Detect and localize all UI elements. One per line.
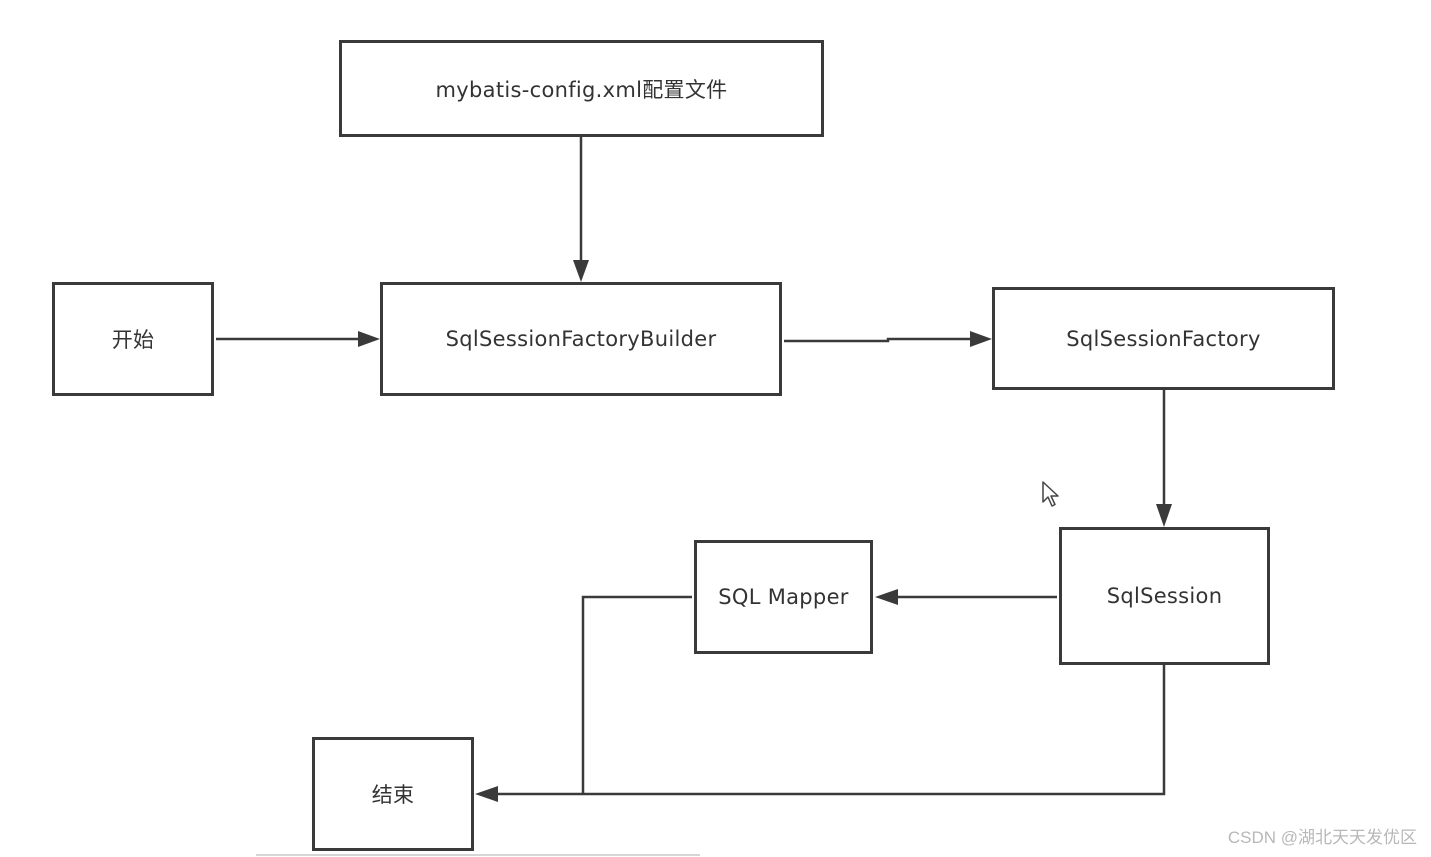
divider [256,854,700,856]
mouse-pointer-icon [1042,481,1059,507]
node-sqlsessionfactory-label: SqlSessionFactory [1066,326,1261,351]
node-start-label: 开始 [111,328,155,352]
edge-factory-to-session [1156,390,1172,527]
node-sqlsession: SqlSession [1059,527,1270,665]
node-end-label: 结束 [371,783,415,807]
node-sql-mapper: SQL Mapper [694,540,873,654]
watermark: CSDN @湖北天天发优区 [1227,828,1417,847]
edge-start-to-builder [216,331,380,347]
edge-session-to-end [475,665,1166,802]
node-sqlsessionfactorybuilder: SqlSessionFactoryBuilder [380,282,782,396]
edge-mapper-to-end [581,595,692,794]
node-mybatis-config: mybatis-config.xml配置文件 [339,40,824,137]
node-sqlsession-label: SqlSession [1106,584,1223,608]
edge-session-to-mapper [875,589,1057,605]
edge-builder-to-factory [784,331,992,347]
node-sqlsessionfactorybuilder-label: SqlSessionFactoryBuilder [445,327,717,351]
edge-config-to-builder [573,137,589,282]
node-end: 结束 [312,737,474,851]
node-sqlsessionfactory: SqlSessionFactory [992,287,1335,390]
node-sql-mapper-label: SQL Mapper [718,585,849,609]
node-start: 开始 [52,282,214,396]
node-mybatis-config-label: mybatis-config.xml配置文件 [435,77,728,102]
